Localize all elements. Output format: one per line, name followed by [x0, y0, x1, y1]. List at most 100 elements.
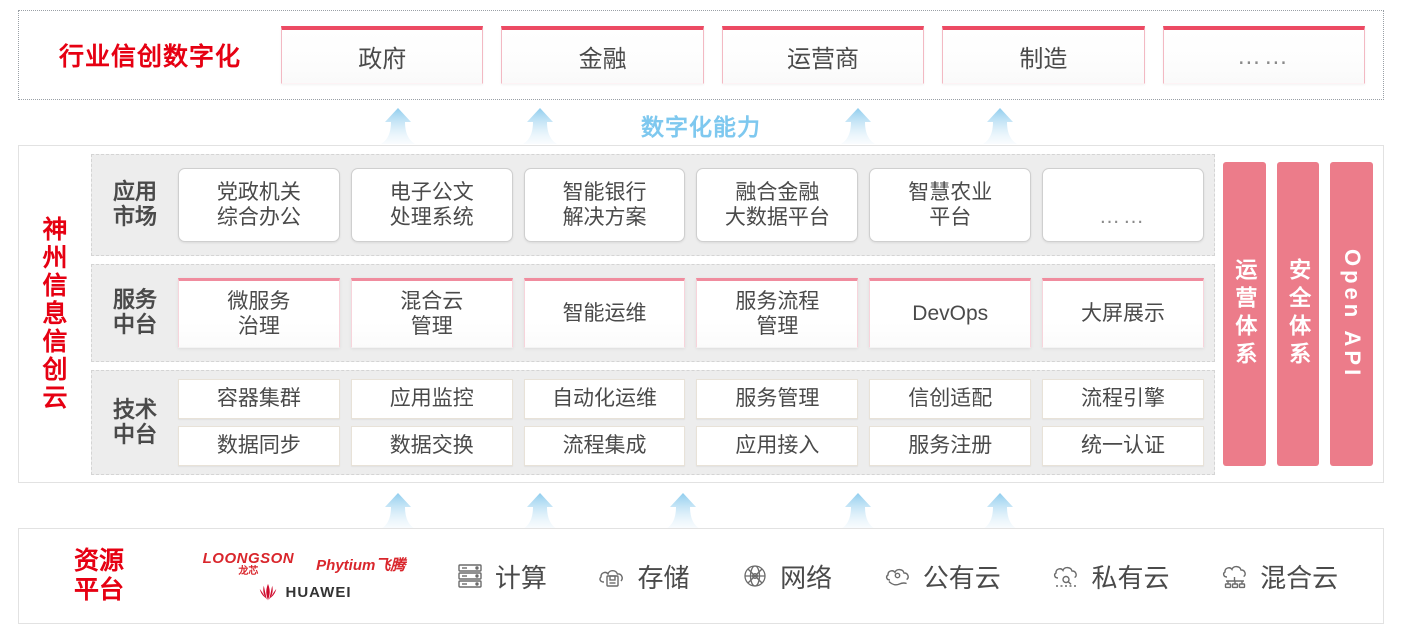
pillar-security-system[interactable]: 安全体系	[1276, 162, 1320, 466]
technical-platform-row-1: 容器集群 应用监控 自动化运维 服务管理 信创适配 流程引擎	[178, 379, 1204, 419]
card-devops[interactable]: DevOps	[869, 278, 1032, 348]
card-intelligent-ops[interactable]: 智能运维	[523, 278, 686, 348]
card-smart-bank-solution[interactable]: 智能银行 解决方案	[523, 168, 686, 242]
resource-item-label: 混合云	[1260, 562, 1339, 593]
industry-title: 行业信创数字化	[58, 43, 241, 71]
resource-item-storage[interactable]: 存储	[596, 558, 689, 595]
capability-label: 数字化能力	[641, 114, 761, 140]
pillar-open-api[interactable]: Open API	[1330, 162, 1374, 466]
card-xinchuang-adaptation[interactable]: 信创适配	[869, 379, 1032, 419]
resource-item-compute[interactable]: 计算	[454, 558, 547, 595]
hybrid-cloud-icon	[1219, 560, 1251, 592]
pillar-operations-system[interactable]: 运营体系	[1223, 162, 1266, 466]
industry-box-finance[interactable]: 金融	[501, 26, 704, 84]
card-application-more[interactable]: ……	[1042, 168, 1204, 242]
up-arrow-icon	[517, 493, 563, 529]
row-application-market: 应用 市场 党政机关 综合办公 电子公文	[91, 154, 1215, 256]
cloud-platform-body: 应用 市场 党政机关 综合办公 电子公文	[91, 146, 1383, 482]
pillar-label: Open API	[1339, 248, 1365, 380]
cloud-title-char: 息	[42, 300, 68, 328]
cloud-title-char: 州	[42, 244, 68, 272]
industry-box-list: 政府 金融 运营商 制造 ……	[281, 26, 1383, 84]
up-arrow-icon	[375, 493, 421, 529]
pillar-label: 运营体系	[1232, 258, 1258, 370]
card-application-monitoring[interactable]: 应用监控	[350, 379, 513, 419]
resource-item-public-cloud[interactable]: 公有云	[882, 558, 1001, 595]
card-container-cluster[interactable]: 容器集群	[178, 379, 340, 419]
loongson-logo: LOONGSON 龙芯	[202, 550, 295, 577]
cloud-storage-icon	[596, 560, 628, 592]
card-microservice-governance[interactable]: 微服务 治理	[178, 278, 340, 348]
resource-item-network[interactable]: 网络	[739, 558, 832, 595]
cloud-platform-section: 神 州 信 息 信 创 云 应用 市场 党政机关	[18, 145, 1384, 483]
row-label-application-market: 应用 市场	[112, 179, 157, 229]
row-service-middle-platform: 服务 中台 微服务 治理 混合云 管	[91, 264, 1215, 362]
vendor-logo-list: LOONGSON 龙芯 Phytium飞腾	[179, 551, 429, 601]
resource-item-label: 网络	[780, 562, 833, 593]
phytium-logo: Phytium飞腾	[316, 556, 406, 574]
resource-item-label: 计算	[494, 562, 547, 593]
resource-item-private-cloud[interactable]: 私有云	[1050, 558, 1169, 595]
cloud-title-char: 创	[42, 356, 68, 384]
card-process-engine[interactable]: 流程引擎	[1042, 379, 1204, 419]
resource-item-label: 公有云	[922, 562, 1001, 593]
resource-platform-title: 资源 平台	[73, 546, 124, 605]
card-service-registry[interactable]: 服务注册	[869, 426, 1032, 466]
card-hybrid-cloud-management[interactable]: 混合云 管理	[350, 278, 513, 348]
cloud-title-char: 信	[42, 328, 68, 356]
cloud-row-list: 应用 市场 党政机关 综合办公 电子公文	[91, 154, 1215, 475]
cloud-title-char: 神	[42, 216, 68, 244]
card-fintech-bigdata-platform[interactable]: 融合金融 大数据平台	[696, 168, 859, 242]
card-edoc-processing-system[interactable]: 电子公文 处理系统	[350, 168, 513, 242]
resource-item-label: 私有云	[1091, 562, 1170, 593]
up-arrow-icon	[517, 108, 563, 144]
row-technical-middle-platform: 技术 中台 容器集群 应用监控 自动化运维 服务管理 信创适配 流程引擎	[91, 370, 1215, 475]
network-icon	[739, 560, 771, 592]
huawei-wordmark: HUAWEI	[285, 583, 352, 601]
card-party-government-office[interactable]: 党政机关 综合办公	[178, 168, 340, 242]
up-arrow-icon	[375, 108, 421, 144]
public-cloud-icon	[882, 560, 914, 592]
card-service-management[interactable]: 服务管理	[696, 379, 859, 419]
up-arrow-icon	[977, 493, 1023, 529]
card-application-access[interactable]: 应用接入	[696, 426, 859, 466]
card-automated-ops[interactable]: 自动化运维	[523, 379, 686, 419]
pillar-label: 安全体系	[1286, 258, 1312, 370]
industry-box-telecom[interactable]: 运营商	[721, 26, 925, 84]
up-arrow-icon	[835, 493, 881, 529]
cloud-title-char: 云	[42, 384, 68, 412]
card-unified-authentication[interactable]: 统一认证	[1042, 426, 1204, 466]
industry-section: 行业信创数字化 政府 金融 运营商 制造 ……	[18, 10, 1384, 100]
card-service-process-management[interactable]: 服务流程 管理	[696, 278, 859, 348]
pillar-list: 运营体系 安全体系 Open API	[1223, 162, 1374, 466]
card-smart-agriculture-platform[interactable]: 智慧农业 平台	[869, 168, 1032, 242]
vendor-logo-row-2: HUAWEI	[257, 583, 352, 601]
industry-box-more[interactable]: ……	[1162, 26, 1366, 84]
resource-item-list: 计算 存储	[429, 558, 1383, 595]
cloud-platform-title: 神 州 信 息 信 创 云	[19, 146, 91, 482]
card-data-sync[interactable]: 数据同步	[178, 426, 340, 466]
up-arrow-icon	[977, 108, 1023, 144]
huawei-flower-icon	[257, 583, 279, 601]
application-market-cells: 党政机关 综合办公 电子公文 处理系统 智能银行	[178, 163, 1204, 247]
resource-item-hybrid-cloud[interactable]: 混合云	[1219, 558, 1338, 595]
resource-item-label: 存储	[637, 562, 690, 593]
huawei-logo: HUAWEI	[257, 583, 352, 601]
up-arrow-icon	[835, 108, 881, 144]
card-large-screen-display[interactable]: 大屏展示	[1042, 278, 1204, 348]
row-label-technical-middle-platform: 技术 中台	[112, 396, 157, 447]
up-arrow-icon	[660, 493, 706, 529]
private-cloud-icon	[1050, 560, 1082, 592]
technical-platform-cells: 容器集群 应用监控 自动化运维 服务管理 信创适配 流程引擎 数据同步 数据交换…	[178, 379, 1204, 466]
card-data-exchange[interactable]: 数据交换	[350, 426, 513, 466]
vendor-logo-row-1: LOONGSON 龙芯 Phytium飞腾	[203, 551, 406, 577]
industry-box-manufacturing[interactable]: 制造	[942, 26, 1145, 84]
server-icon	[454, 560, 486, 592]
card-process-integration[interactable]: 流程集成	[523, 426, 686, 466]
service-platform-cells: 微服务 治理 混合云 管理 智能运维	[178, 273, 1204, 353]
technical-platform-row-2: 数据同步 数据交换 流程集成 应用接入 服务注册 统一认证	[178, 426, 1204, 466]
industry-box-government[interactable]: 政府	[281, 26, 484, 84]
cloud-title-char: 信	[42, 272, 68, 300]
capability-arrow-band	[0, 102, 1402, 144]
